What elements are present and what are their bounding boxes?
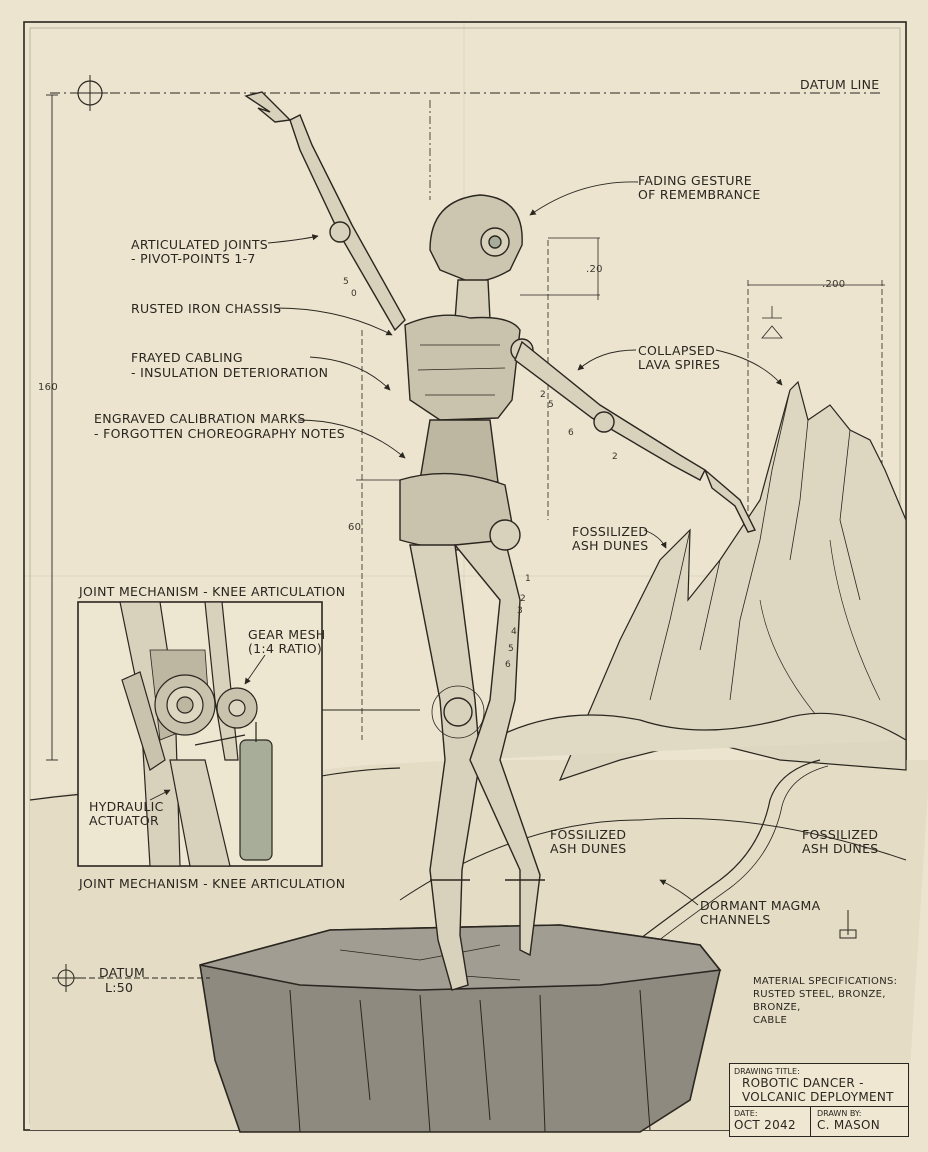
robotic-dancer-figure [244,91,757,991]
joint-number: 3 [517,606,524,616]
articulated-joints-label-2: - PIVOT-POINTS 1-7 [131,251,256,266]
title-block: DRAWING TITLE: ROBOTIC DANCER - VOLCANIC… [729,1063,909,1137]
arm-number: 5 [548,400,555,410]
spire-width-dimension: .200 [822,279,846,290]
arm-offset-dimension: .20 [586,264,603,275]
fossil-dunes-mid-label: FOSSILIZED [550,827,627,842]
title-block-drawn-by-cell: DRAWN BY: C. MASON [811,1106,908,1136]
articulated-joints-label: ARTICULATED JOINTS [131,237,269,252]
joint-number: 6 [505,660,512,670]
joint-number: 1 [525,574,532,584]
collapsed-spires-label: COLLAPSED [638,343,716,358]
datum-value: L:50 [105,980,134,995]
fading-gesture-label-2: OF REMEMBRANCE [638,187,761,202]
joint-number: 4 [511,627,518,637]
knee-inset-diagram [77,601,323,867]
arm-number: 2 [612,452,619,462]
frayed-cabling-label: FRAYED CABLING [131,350,243,365]
magma-channels-label-2: CHANNELS [700,912,771,927]
fossil-dunes-mid-label-2: ASH DUNES [550,841,627,856]
material-spec-label: MATERIAL SPECIFICATIONS: [753,976,898,987]
joint-number: 2 [520,594,527,604]
inset-title-top: JOINT MECHANISM - KNEE ARTICULATION [79,584,346,599]
survey-marker [839,910,857,939]
datum-label: DATUM [99,965,146,980]
arm-number: 6 [568,428,575,438]
magma-channels-label: DORMANT MAGMA [700,898,821,913]
callout-leaders [267,181,783,906]
datum-line-label: DATUM LINE [800,77,880,92]
fossil-dunes-top-label: FOSSILIZED [572,524,649,539]
mid-height-dimension: 60 [348,522,362,533]
drawing-title-line-2: VOLCANIC DEPLOYMENT [742,1090,894,1104]
material-spec-line-4: CABLE [753,1015,788,1026]
left-dimension [46,94,58,761]
collapsed-spires-label-2: LAVA SPIRES [638,357,721,372]
inset-title-bottom: JOINT MECHANISM - KNEE ARTICULATION [79,876,346,891]
datum-line [50,75,880,111]
datum-symbol [52,964,210,992]
material-spec-line-3: BRONZE, [753,1002,801,1013]
drawn-by-label: DRAWN BY: [817,1109,862,1118]
date-label: DATE: [734,1109,758,1118]
left-height-dimension: 160 [38,382,58,393]
gear-mesh-label: GEAR MESH [248,627,326,642]
fossil-dunes-right-label-2: ASH DUNES [802,841,879,856]
arm-number: 2 [540,390,547,400]
fading-gesture-label: FADING GESTURE [638,173,753,188]
engraved-marks-label: ENGRAVED CALIBRATION MARKS [94,411,306,426]
date-value: OCT 2042 [734,1118,796,1132]
fossil-dunes-top-label-2: ASH DUNES [572,538,649,553]
joint-number: 5 [508,644,515,654]
drawing-title-line-1: ROBOTIC DANCER - [742,1076,864,1090]
hydraulic-label-2: ACTUATOR [89,813,159,828]
frayed-cabling-label-2: - INSULATION DETERIORATION [131,365,329,380]
material-spec-line-2: RUSTED STEEL, BRONZE, [753,989,886,1000]
title-block-title-cell: DRAWING TITLE: ROBOTIC DANCER - VOLCANIC… [730,1064,908,1107]
title-block-date-cell: DATE: OCT 2042 [730,1106,811,1136]
arm-number: 0 [351,289,358,299]
hydraulic-label: HYDRAULIC [89,799,164,814]
gear-mesh-label-2: (1:4 RATIO) [248,641,323,656]
fossil-dunes-right-label: FOSSILIZED [802,827,879,842]
engraved-marks-label-2: - FORGOTTEN CHOREOGRAPHY NOTES [94,426,346,441]
rusted-chassis-label: RUSTED IRON CHASSIS [131,301,282,316]
drawn-by-value: C. MASON [817,1118,881,1132]
drawing-title-label: DRAWING TITLE: [734,1067,800,1076]
arm-number: 5 [343,277,350,287]
